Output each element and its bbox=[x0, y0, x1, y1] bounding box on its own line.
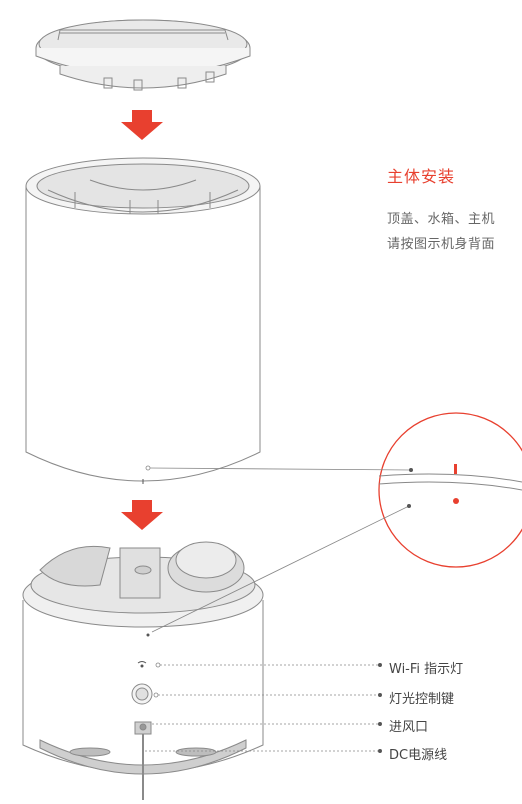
water-tank-illustration bbox=[25, 157, 261, 482]
arrow-down-icon bbox=[121, 110, 163, 140]
description-line-1: 顶盖、水箱、主机 bbox=[387, 212, 496, 227]
callout-air-inlet: 进风口 bbox=[389, 720, 429, 735]
base-unit-illustration bbox=[22, 541, 264, 800]
top-cover-illustration bbox=[35, 19, 251, 91]
magnified-detail bbox=[378, 412, 522, 568]
description-line-2: 请按图示机身背面 bbox=[387, 237, 496, 252]
rear-dot bbox=[146, 633, 150, 637]
leader-lines bbox=[145, 465, 413, 753]
section-title: 主体安装 bbox=[387, 167, 456, 186]
callout-dc-power-cable: DC电源线 bbox=[389, 748, 448, 763]
callout-light-control-button: 灯光控制键 bbox=[389, 692, 455, 707]
arrow-down-icon bbox=[121, 500, 163, 530]
callout-wifi-indicator: Wi-Fi 指示灯 bbox=[389, 662, 464, 677]
wifi-icon bbox=[137, 661, 147, 668]
